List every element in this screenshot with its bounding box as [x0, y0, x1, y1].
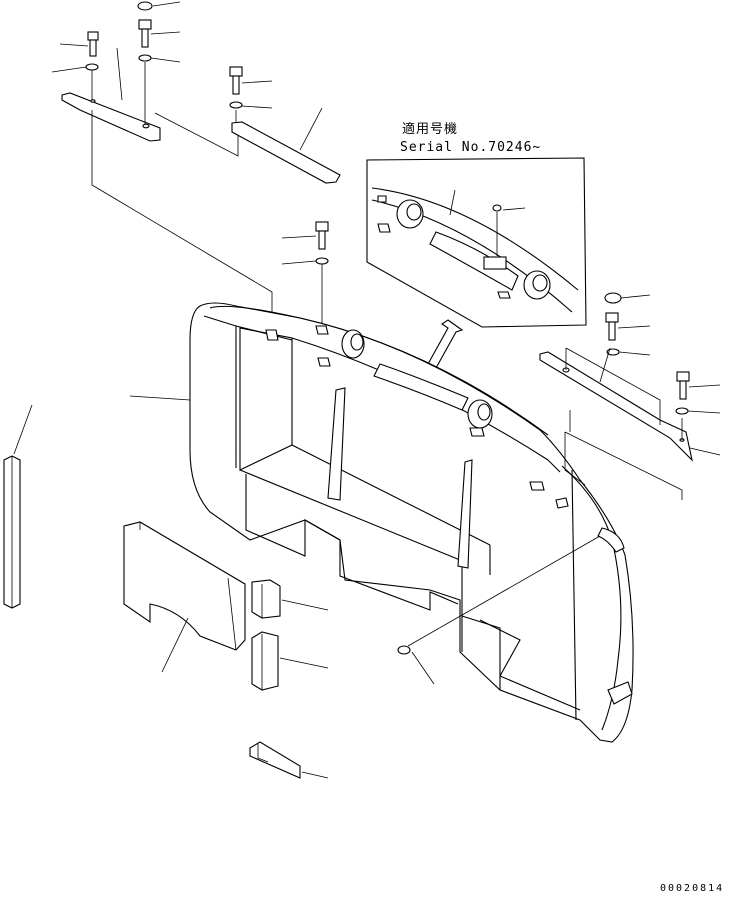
washer-main-top — [315, 257, 329, 265]
bolt-right-2 — [676, 371, 721, 400]
serial-inset: 適用号機 Serial No.70246~ — [366, 121, 587, 328]
strip-part — [3, 404, 33, 609]
bracket-angle-middle — [231, 121, 341, 184]
small-block-2 — [251, 631, 329, 691]
washer-left-1 — [85, 63, 99, 71]
washer-middle-1 — [229, 101, 243, 109]
bracket-plate-left — [61, 92, 161, 142]
cap-right — [604, 292, 622, 304]
main-housing — [129, 221, 634, 743]
upper-left-bracket-group — [51, 1, 273, 332]
bolt-middle-1 — [229, 66, 273, 95]
washer-right-2 — [675, 407, 689, 415]
drawing-code: 00020814 — [660, 883, 724, 894]
small-block-1 — [251, 579, 329, 619]
bolt-center-1 — [138, 19, 181, 48]
bolt-main-top — [281, 221, 329, 250]
serial-label: Serial No.70246~ — [400, 140, 541, 155]
upper-middle-bracket-group — [229, 66, 341, 184]
bolt-right-1 — [605, 312, 651, 341]
detail-arrow — [427, 319, 464, 369]
washer-center-1 — [138, 54, 152, 62]
inset-frame — [366, 157, 587, 328]
channel-part — [249, 741, 329, 779]
right-bracket-group — [539, 292, 721, 500]
bolt-left-1 — [59, 31, 99, 57]
counterweight-block — [123, 521, 246, 673]
bracket-plate-right — [539, 351, 693, 462]
cap-top — [137, 1, 153, 11]
pin-part — [397, 535, 601, 685]
applicability-label: 適用号機 — [402, 121, 458, 137]
